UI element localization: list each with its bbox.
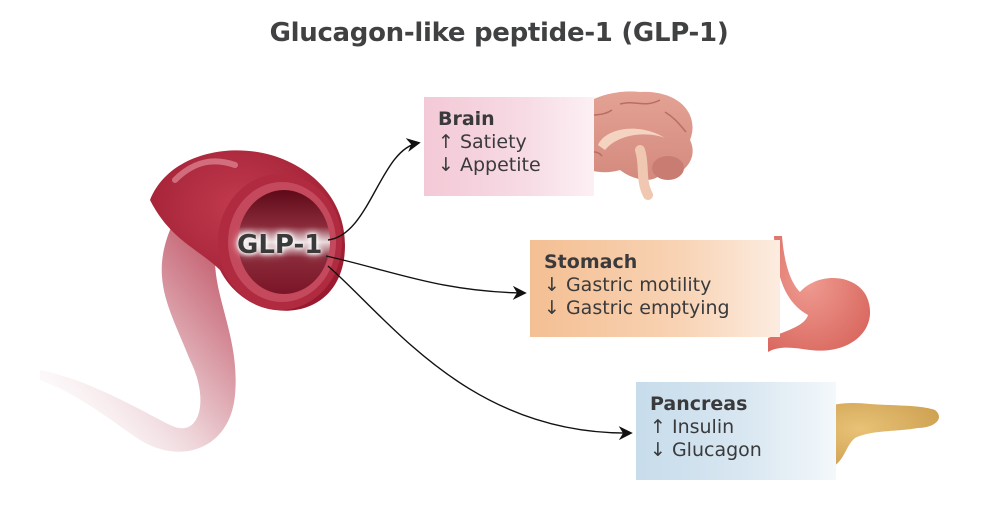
brain-effect: ↓ Appetite [438,154,541,176]
pancreas-effects-box: Pancreas ↑ Insulin ↓ Glucagon [636,382,836,480]
pancreas-heading: Pancreas [650,393,748,415]
stomach-effects-box: Stomach ↓ Gastric motility ↓ Gastric emp… [530,240,780,337]
arrow-to-stomach [325,255,527,300]
arrow-to-brain [327,138,421,241]
brain-illustration [566,91,693,200]
arrow-to-pancreas [327,265,633,441]
stomach-heading: Stomach [544,251,638,273]
glp1-label: GLP-1 [237,230,323,260]
brain-heading: Brain [438,108,495,130]
stomach-effect: ↓ Gastric motility [544,274,712,296]
blood-vessel-tail [40,170,280,452]
stomach-illustration [768,236,871,352]
diagram-title: Glucagon-like peptide-1 (GLP-1) [269,18,729,48]
pancreas-effect: ↓ Glucagon [650,439,762,461]
stomach-effect: ↓ Gastric emptying [544,297,730,319]
vessel-lumen [238,190,330,294]
pancreas-illustration [808,402,939,469]
brain-effects-box: Brain ↑ Satiety ↓ Appetite [424,97,594,196]
pancreas-effect: ↑ Insulin [650,416,735,438]
brain-effect: ↑ Satiety [438,131,527,153]
